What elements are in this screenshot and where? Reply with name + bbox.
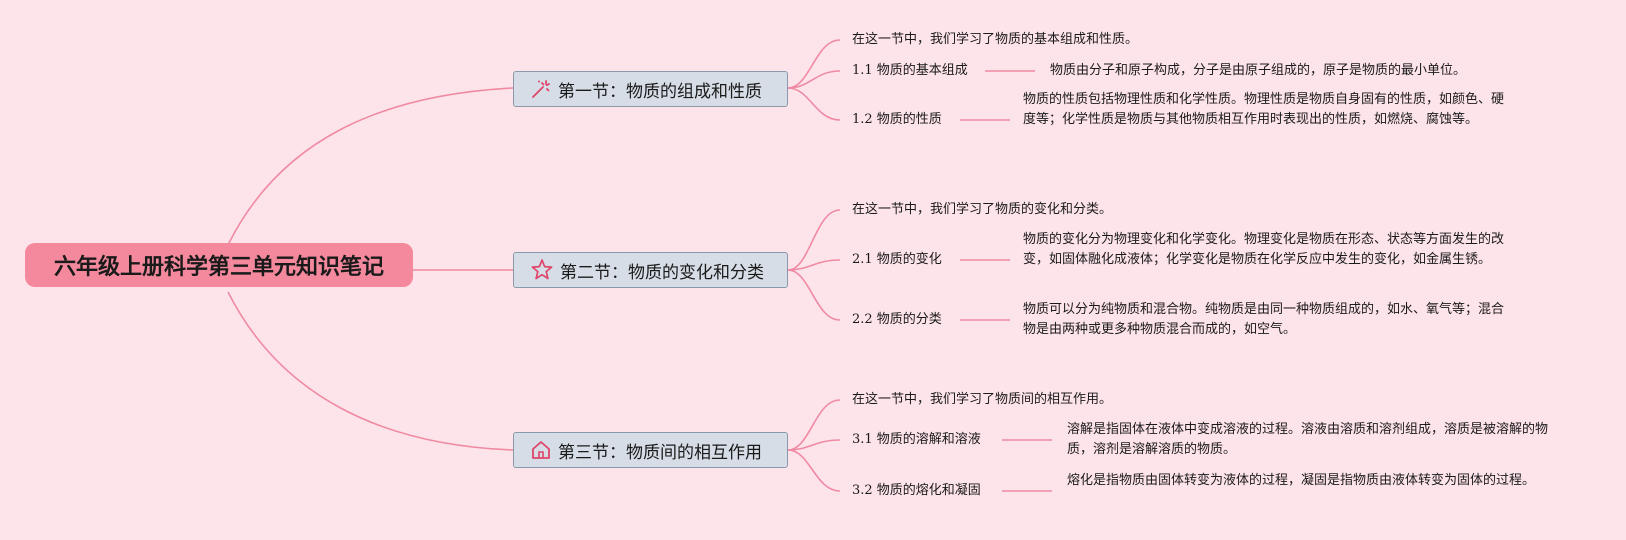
section-3-title: 第三节：物质间的相互作用: [558, 442, 762, 463]
section-3-topic-1-detail: 溶解是指固体在液体中变成溶液的过程。溶液由溶质和溶剂组成，溶质是被溶解的物质，溶…: [1067, 422, 1549, 457]
section-3-topic-2-detail: 熔化是指物质由固体转变为液体的过程，凝固是指物质由液体转变为固体的过程。: [1067, 473, 1536, 488]
link-s1-intro: [787, 39, 841, 89]
link-root-section-1: [227, 87, 514, 246]
section-3-intro: 在这一节中，我们学习了物质间的相互作用。: [852, 392, 1113, 407]
section-1-topic-2-detail: 物质的性质包括物理性质和化学性质。物理性质是物质自身固有的性质，如颜色、硬度等；…: [1023, 92, 1505, 127]
section-2-topic-2-detail: 物质可以分为纯物质和混合物。纯物质是由同一种物质组成的，如水、氧气等；混合物是由…: [1023, 302, 1505, 337]
section-1-topic-1-label[interactable]: 1.1 物质的基本组成: [852, 63, 968, 78]
section-2-node[interactable]: 第二节：物质的变化和分类: [513, 252, 788, 288]
link-s2-intro: [787, 209, 841, 271]
link-s1-t1: [787, 70, 841, 89]
root-topic[interactable]: 六年级上册科学第三单元知识笔记: [25, 243, 413, 287]
link-s3-t2: [787, 449, 841, 492]
link-root-section-3: [227, 291, 514, 451]
star-icon: [531, 259, 553, 280]
section-2-topic-1-label[interactable]: 2.1 物质的变化: [852, 252, 942, 267]
link-s3-t1: [787, 439, 841, 451]
section-3-topic-2-label[interactable]: 3.2 物质的熔化和凝固: [852, 483, 981, 498]
section-2-topic-2-label[interactable]: 2.2 物质的分类: [852, 312, 942, 327]
section-1-topic-2-label[interactable]: 1.2 物质的性质: [852, 112, 942, 127]
link-s1-t2: [787, 87, 841, 121]
house-icon: [532, 441, 550, 459]
section-1-title: 第一节：物质的组成和性质: [558, 81, 762, 102]
magic-wand-icon: [532, 80, 550, 98]
root-title: 六年级上册科学第三单元知识笔记: [53, 255, 384, 280]
link-s2-t1: [787, 259, 841, 271]
section-1-topic-1-detail: 物质由分子和原子构成，分子是由原子组成的，原子是物质的最小单位。: [1050, 63, 1467, 78]
section-3-topic-1-label[interactable]: 3.1 物质的溶解和溶液: [852, 432, 981, 447]
link-s3-intro: [787, 399, 841, 451]
section-2-title: 第二节：物质的变化和分类: [560, 262, 764, 283]
section-2-intro: 在这一节中，我们学习了物质的变化和分类。: [852, 202, 1113, 217]
section-3-node[interactable]: 第三节：物质间的相互作用: [513, 432, 788, 468]
section-2-topic-1-detail: 物质的变化分为物理变化和化学变化。物理变化是物质在形态、状态等方面发生的改变，如…: [1023, 232, 1505, 267]
section-1-node[interactable]: 第一节：物质的组成和性质: [513, 71, 788, 107]
section-1-intro: 在这一节中，我们学习了物质的基本组成和性质。: [852, 32, 1139, 47]
link-s2-t2: [787, 269, 841, 321]
